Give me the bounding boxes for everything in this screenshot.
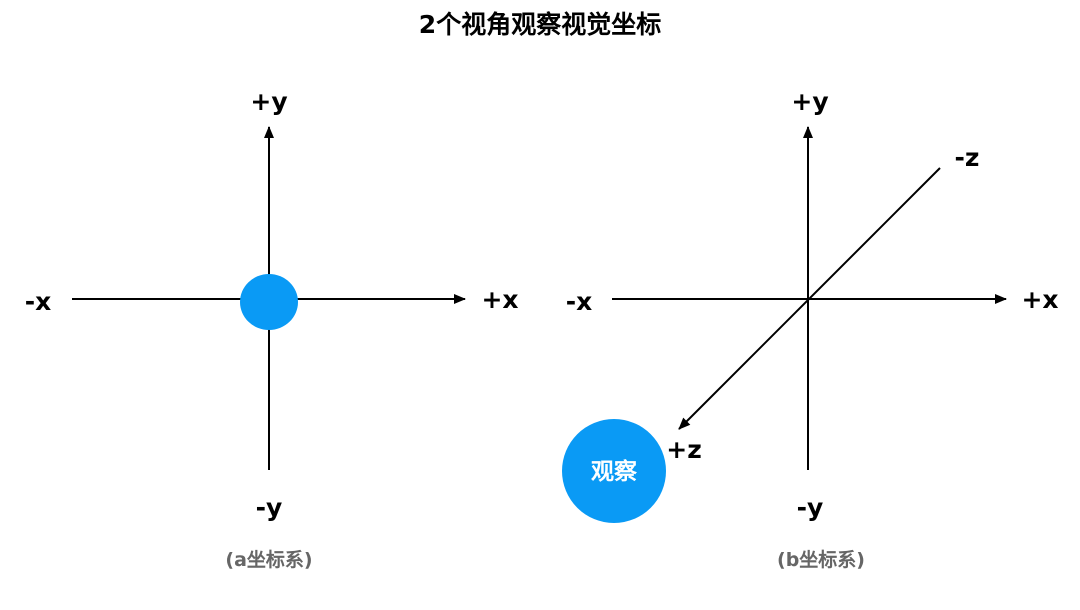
caption-b: (b坐标系) — [777, 549, 865, 571]
observer-label: 观察 — [591, 458, 638, 485]
label-neg-y-a: -y — [256, 493, 283, 522]
label-pos-z-b: +z — [666, 435, 702, 464]
label-neg-y-b: -y — [797, 493, 824, 522]
observer-marker-a — [240, 274, 298, 330]
label-pos-y-a: +y — [250, 87, 287, 116]
caption-a: (a坐标系) — [225, 549, 312, 571]
label-neg-x-b: -x — [566, 287, 593, 316]
coordinate-system-a: +y -y -x +x (a坐标系) — [25, 87, 519, 571]
label-neg-x-a: -x — [25, 287, 52, 316]
label-neg-z-b: -z — [955, 143, 980, 172]
label-pos-y-b: +y — [791, 87, 828, 116]
z-axis-b — [678, 167, 941, 430]
label-pos-x-a: +x — [481, 285, 518, 314]
diagram-title: 2个视角观察视觉坐标 — [419, 10, 661, 39]
observer-marker-b — [562, 419, 666, 523]
coordinate-system-b: 观察 +y -y -x +x -z +z (b坐标系) — [562, 87, 1059, 571]
label-pos-x-b: +x — [1021, 285, 1058, 314]
